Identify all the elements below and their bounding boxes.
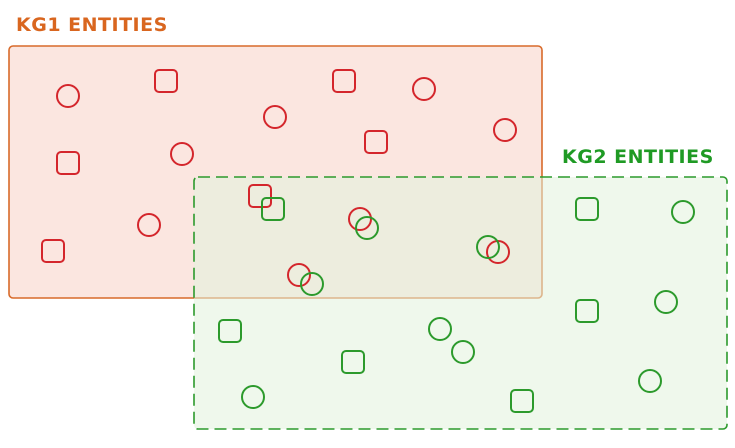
kg2-entity-square-14: [510, 389, 534, 413]
kg1-entity-circle-7: [493, 118, 517, 142]
kg2-entity-circle-4: [671, 200, 695, 224]
kg1-entity-square-6: [364, 130, 388, 154]
kg2-entity-square-3: [575, 197, 599, 221]
kg1-entity-circle-11: [137, 213, 161, 237]
kg2-entity-circle-15: [638, 369, 662, 393]
kg1-entity-circle-8: [170, 142, 194, 166]
kg1-entity-circle-4: [412, 77, 436, 101]
kg2-entities-label: KG2 ENTITIES: [562, 146, 714, 168]
kg2-entity-circle-9: [654, 290, 678, 314]
kg2-entity-square-7: [218, 319, 242, 343]
kg2-entity-circle-6: [300, 272, 324, 296]
kg1-entity-square-9: [56, 151, 80, 175]
kg1-entity-square-2: [154, 69, 178, 93]
kg2-entity-square-1: [261, 197, 285, 221]
kg1-entity-circle-1: [56, 84, 80, 108]
kg1-entities-label: KG1 ENTITIES: [16, 14, 168, 36]
kg2-entity-circle-10: [428, 317, 452, 341]
kg1-entity-square-12: [41, 239, 65, 263]
kg2-entity-square-12: [341, 350, 365, 374]
kg2-entity-circle-11: [451, 340, 475, 364]
kg2-entity-square-8: [575, 299, 599, 323]
regions: [8, 45, 728, 430]
kg2-entity-circle-13: [241, 385, 265, 409]
kg1-entity-square-10: [248, 184, 272, 208]
kg2-entities: [218, 197, 695, 413]
kg1-entity-square-3: [332, 69, 356, 93]
kg1-entity-circle-13: [348, 207, 372, 231]
kg2-entity-circle-2: [355, 216, 379, 240]
kg1-entity-circle-5: [263, 105, 287, 129]
kg2-region: [193, 176, 728, 430]
kg1-entities: [41, 69, 517, 287]
kg1-entity-circle-15: [287, 263, 311, 287]
kg2-entity-circle-5: [476, 235, 500, 259]
